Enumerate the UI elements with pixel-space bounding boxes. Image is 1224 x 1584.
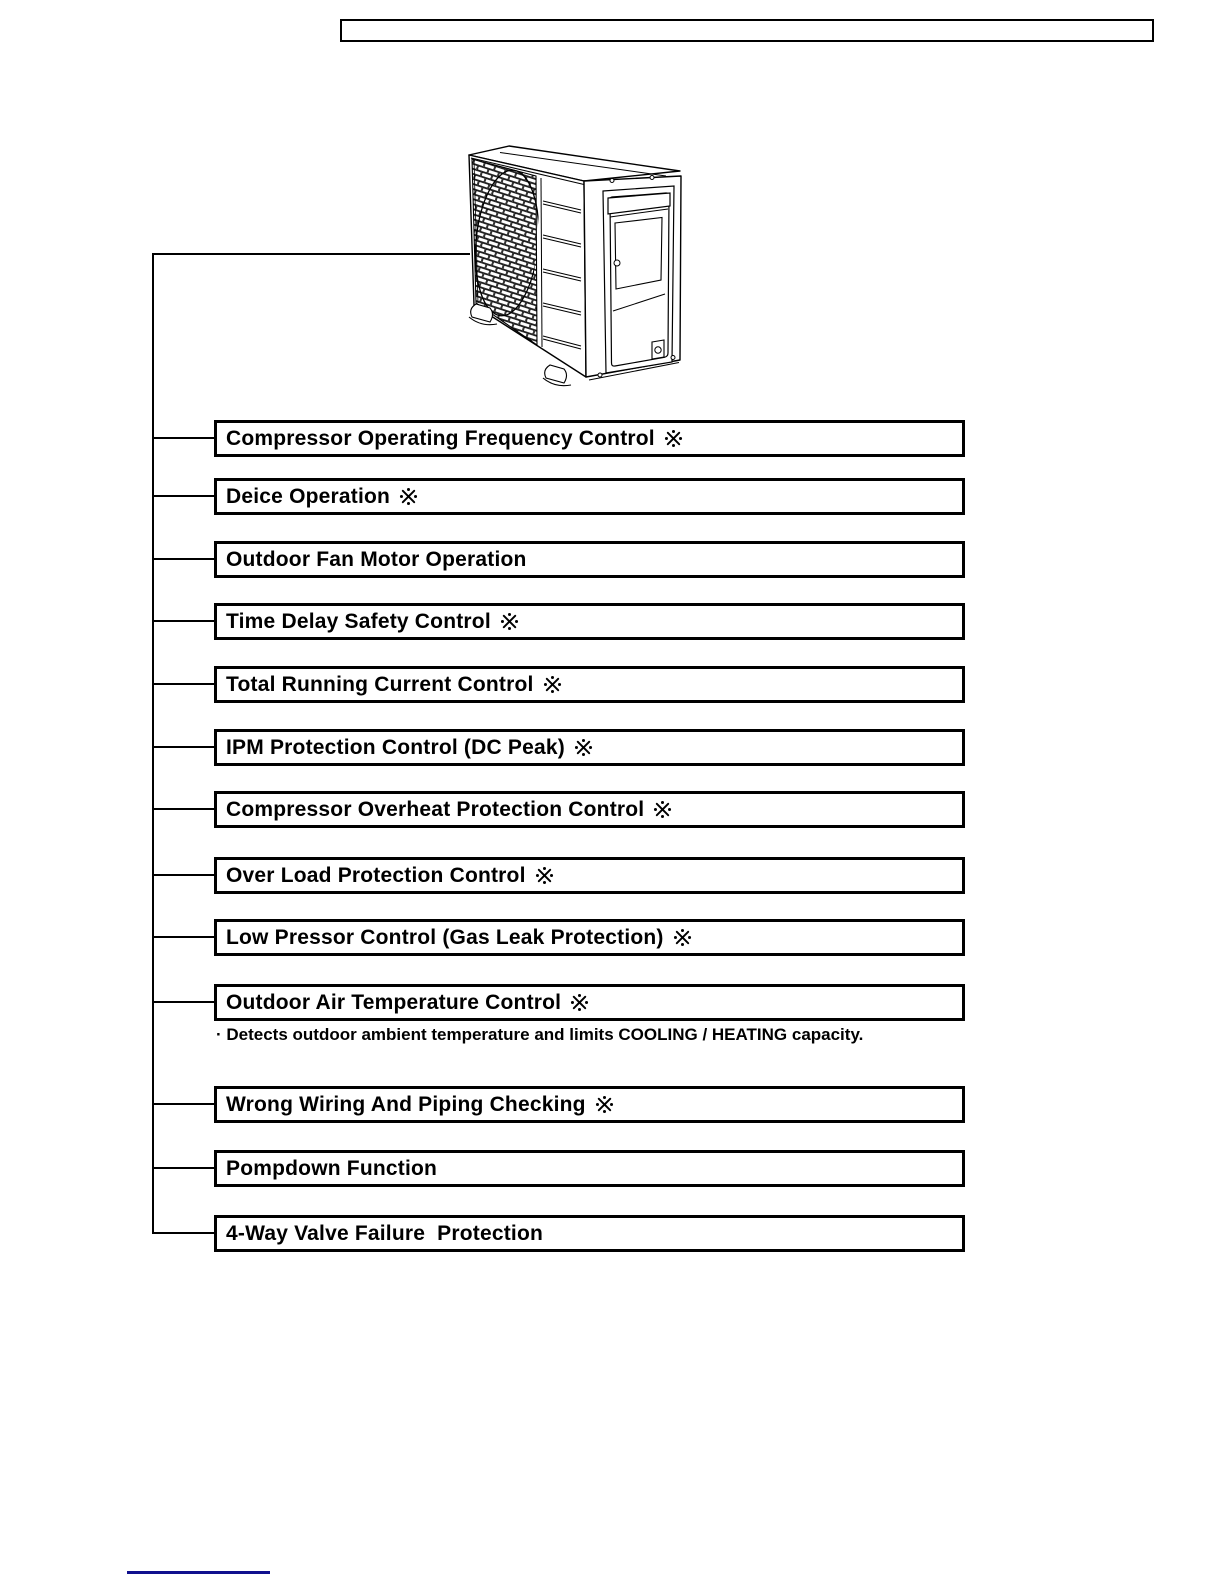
- control-box: Compressor Overheat Protection Control: [214, 791, 965, 828]
- tree-connector-line: [152, 808, 214, 810]
- control-box-label: Pompdown Function: [226, 1156, 438, 1180]
- tree-connector-line: [152, 1232, 214, 1234]
- tree-connector-line: [152, 495, 214, 497]
- top-panel-seams: [470, 152, 667, 185]
- reference-mark-icon: [400, 487, 418, 506]
- control-box-label: Compressor Overheat Protection Control: [226, 797, 645, 821]
- control-box: Over Load Protection Control: [214, 857, 965, 894]
- reference-mark-icon: [654, 800, 672, 819]
- outdoor-unit-illustration: [468, 145, 682, 387]
- tree-connector-line: [152, 437, 214, 439]
- control-box-label: Total Running Current Control: [226, 672, 534, 696]
- tree-top-connector-line: [152, 253, 470, 255]
- tree-trunk-line: [152, 253, 154, 1234]
- header-box: [340, 19, 1154, 42]
- tree-connector-line: [152, 1167, 214, 1169]
- footer-link-underline[interactable]: [127, 1571, 270, 1574]
- control-box-label: IPM Protection Control (DC Peak): [226, 735, 565, 759]
- control-box-label: Time Delay Safety Control: [226, 609, 491, 633]
- control-box-label: Outdoor Fan Motor Operation: [226, 547, 527, 571]
- reference-mark-icon: [500, 612, 518, 631]
- tree-connector-line: [152, 558, 214, 560]
- fan-grille: [471, 158, 543, 348]
- control-box: Low Pressor Control (Gas Leak Protection…: [214, 919, 965, 956]
- service-panel: [597, 175, 676, 378]
- reference-mark-icon: [535, 866, 553, 885]
- control-box: Pompdown Function: [214, 1150, 965, 1187]
- control-box-label: Compressor Operating Frequency Control: [226, 426, 655, 450]
- control-box: Total Running Current Control: [214, 666, 965, 703]
- tree-connector-line: [152, 1103, 214, 1105]
- reference-mark-icon: [571, 993, 589, 1012]
- reference-mark-icon: [673, 928, 691, 947]
- control-box-label: Wrong Wiring And Piping Checking: [226, 1092, 586, 1116]
- control-box-label: 4-Way Valve Failure Protection: [226, 1221, 544, 1245]
- tree-connector-line: [152, 746, 214, 748]
- control-box: Outdoor Air Temperature Control: [214, 984, 965, 1021]
- control-box: Wrong Wiring And Piping Checking: [214, 1086, 965, 1123]
- control-box-label: Over Load Protection Control: [226, 863, 526, 887]
- reference-mark-icon: [543, 675, 561, 694]
- control-box: 4-Way Valve Failure Protection: [214, 1215, 965, 1252]
- control-box: Time Delay Safety Control: [214, 603, 965, 640]
- reference-mark-icon: [595, 1095, 613, 1114]
- reference-mark-icon: [664, 429, 682, 448]
- control-box-label: Deice Operation: [226, 484, 391, 508]
- control-box: Compressor Operating Frequency Control: [214, 420, 965, 457]
- control-box: IPM Protection Control (DC Peak): [214, 729, 965, 766]
- unit-feet: [468, 303, 680, 387]
- control-box: Deice Operation: [214, 478, 965, 515]
- vent-slats: [542, 200, 582, 350]
- reference-mark-icon: [574, 738, 592, 757]
- control-box-label: Outdoor Air Temperature Control: [226, 990, 562, 1014]
- control-note: · Detects outdoor ambient temperature an…: [216, 1025, 864, 1044]
- tree-connector-line: [152, 936, 214, 938]
- tree-connector-line: [152, 1001, 214, 1003]
- tree-connector-line: [152, 683, 214, 685]
- control-box: Outdoor Fan Motor Operation: [214, 541, 965, 578]
- tree-connector-line: [152, 620, 214, 622]
- tree-connector-line: [152, 874, 214, 876]
- control-box-label: Low Pressor Control (Gas Leak Protection…: [226, 925, 664, 949]
